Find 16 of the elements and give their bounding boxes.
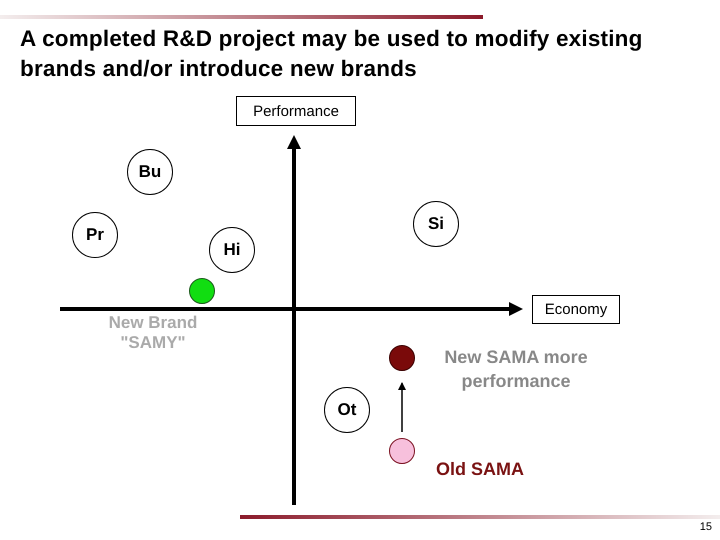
brand-dot	[389, 345, 415, 371]
segment-circle: Pr	[72, 212, 118, 258]
axis-label-box: Performance	[236, 96, 356, 126]
brand-dot	[189, 278, 215, 304]
segment-circle: Bu	[127, 149, 173, 195]
brand-label: New Brand "SAMY"	[108, 313, 198, 353]
axis-label-box: Economy	[532, 295, 620, 324]
brand-label: Old SAMA	[435, 458, 525, 481]
brand-label: New SAMA more performance	[443, 346, 589, 393]
page-number: 15	[700, 521, 712, 533]
segment-circle: Hi	[209, 227, 255, 273]
segment-circle: Si	[413, 201, 459, 247]
segment-circle: Ot	[324, 387, 370, 433]
brand-dot	[389, 438, 415, 464]
arrow	[398, 382, 406, 432]
slide-title: A completed R&D project may be used to modify existing brands and/or introduce new brands	[20, 25, 644, 83]
